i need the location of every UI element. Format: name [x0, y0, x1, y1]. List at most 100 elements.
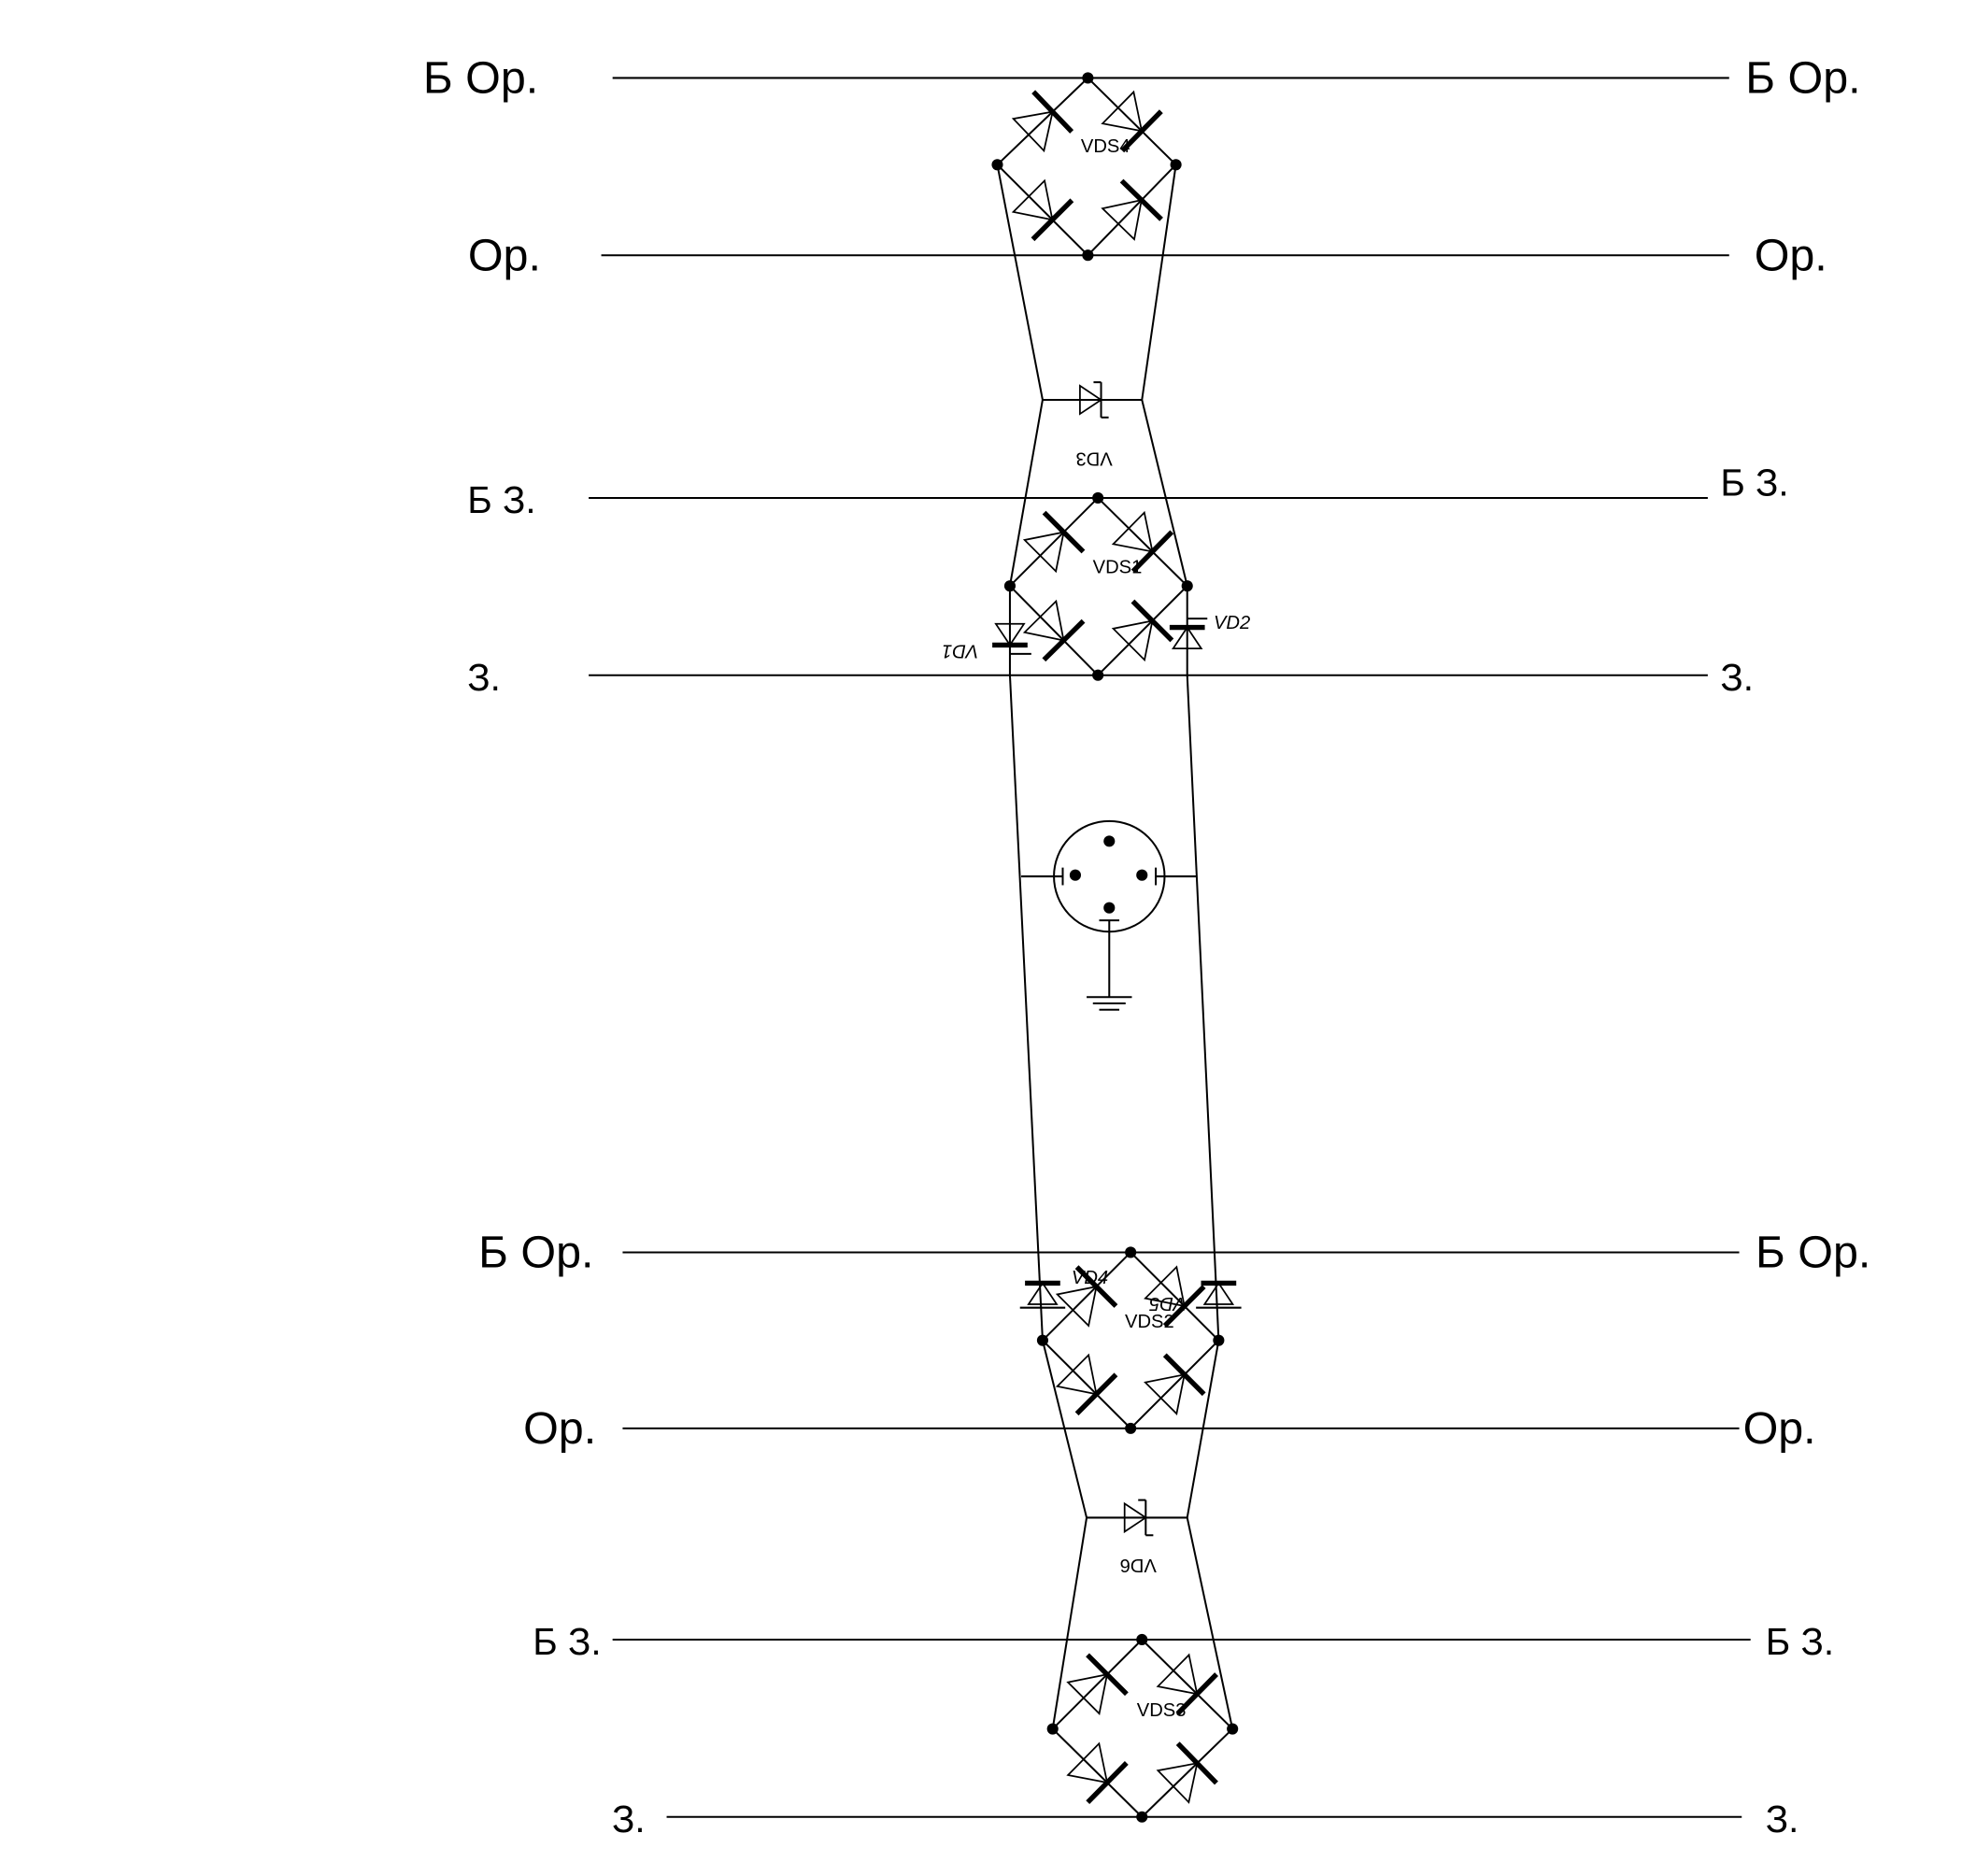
bridge-diode-bar	[1086, 1761, 1129, 1805]
bridge-diode-bar	[1119, 178, 1163, 221]
label-vd1: VD1	[942, 640, 978, 661]
bridge-label-vds4: VDS4	[1081, 136, 1130, 157]
label-vd4: VD4	[1072, 1268, 1108, 1288]
bridge-diode-triangle	[1055, 1353, 1098, 1396]
bridge-diode-triangle	[1022, 599, 1065, 642]
bridge-diode-triangle	[1101, 90, 1144, 133]
bridge-wire	[996, 163, 1089, 256]
junction-dot	[1125, 1422, 1137, 1434]
bus-label-right: Б Ор.	[1745, 53, 1860, 104]
bridge-diode-bar	[1031, 90, 1074, 134]
bridge-wire	[1087, 163, 1177, 256]
label-vd5: VD5	[1148, 1293, 1186, 1314]
wire	[1051, 1517, 1088, 1729]
bus-label-right: Б З.	[1720, 461, 1788, 504]
bus-label-left: З.	[612, 1798, 646, 1840]
junction-dot	[1125, 1246, 1137, 1258]
bus-label-left: З.	[467, 656, 501, 699]
bridge-diode-bar	[1042, 618, 1086, 662]
junction-dot	[1170, 159, 1182, 171]
connector-pin	[1103, 835, 1116, 847]
junction-dot	[1092, 669, 1104, 681]
junction-dot	[1082, 72, 1094, 84]
bridge-wire	[1097, 585, 1188, 676]
bridge-wire	[1051, 1639, 1143, 1730]
bridge-diode-triangle	[1156, 1653, 1199, 1696]
bridge-diode-triangle	[1066, 1673, 1109, 1715]
bridge-diode-triangle	[1156, 1762, 1199, 1804]
bridge-diode-bar	[1162, 1285, 1206, 1328]
bridge-diode-triangle	[1111, 510, 1154, 553]
bus-label-left: Б Ор.	[478, 1228, 593, 1278]
label-vd3: VD3	[1076, 448, 1113, 469]
bridge-diode-triangle	[1055, 1285, 1098, 1328]
bridge-diode-triangle	[1144, 1373, 1186, 1415]
bridge-diode-triangle	[1144, 1265, 1186, 1308]
bridge-diode-triangle	[1111, 619, 1154, 662]
bus-label-left: Б Ор.	[423, 53, 538, 104]
bus-label-left: Ор.	[468, 230, 541, 280]
junction-dot	[1227, 1723, 1239, 1735]
bus-label-left: Б З.	[533, 1620, 601, 1663]
bridge-label-vds2: VDS2	[1125, 1312, 1174, 1332]
diode-vd2-triangle	[1172, 625, 1203, 650]
bridge-diode-bar	[1130, 530, 1174, 574]
wire	[1008, 399, 1044, 587]
wire	[1141, 399, 1188, 587]
bridge-wire	[1042, 1339, 1131, 1429]
bus-label-right: Ор.	[1743, 1403, 1816, 1454]
bridge-wire	[1130, 1251, 1220, 1342]
wire	[1186, 1340, 1220, 1518]
wire	[1141, 164, 1177, 401]
connector-pin	[1069, 869, 1081, 881]
zener-vd3-triangle	[1079, 384, 1103, 416]
bridge-diode-triangle	[1022, 531, 1065, 574]
bridge-diode-triangle	[1011, 178, 1054, 221]
junction-dot	[1082, 249, 1094, 262]
bus-label-right: Б Ор.	[1756, 1228, 1870, 1278]
bridge-diode-bar	[1031, 198, 1074, 242]
bridge-wire	[996, 77, 1089, 166]
diode-vd5-triangle	[1202, 1281, 1235, 1305]
bridge-diode-bar	[1086, 1653, 1129, 1697]
bridge-diode-bar	[1074, 1265, 1118, 1308]
bridge-wire	[1141, 1727, 1233, 1818]
diode-vd1-triangle	[994, 622, 1026, 647]
bridge-diode-bar	[1074, 1372, 1118, 1416]
bridge-diode-bar	[1042, 510, 1086, 554]
wire	[1186, 675, 1220, 1341]
bus-label-right: З.	[1720, 656, 1754, 699]
bus-label-left: Ор.	[523, 1403, 596, 1454]
bridge-wire	[1087, 77, 1177, 166]
zener-vd6-triangle	[1123, 1501, 1147, 1534]
junction-dot	[1092, 491, 1104, 505]
bridge-diode-triangle	[1066, 1741, 1109, 1784]
label-vd6: VD6	[1120, 1555, 1157, 1575]
wire	[1041, 1340, 1088, 1518]
bridge-label-vds3: VDS3	[1137, 1700, 1187, 1721]
bridge-wire	[1097, 497, 1188, 587]
wire	[996, 164, 1044, 401]
bridge-diode-triangle	[1101, 199, 1143, 241]
bridge-wire	[1009, 497, 1099, 587]
bridge-wire	[1130, 1339, 1220, 1429]
bridge-diode-bar	[1175, 1741, 1218, 1785]
diode-vd4-triangle	[1027, 1281, 1059, 1305]
bridge-diode-bar	[1120, 109, 1163, 153]
bridge-diode-bar	[1175, 1672, 1218, 1716]
bridge-wire	[1009, 585, 1099, 676]
connector-pin	[1103, 902, 1116, 914]
bus-label-right: З.	[1766, 1798, 1799, 1840]
wire	[1186, 1517, 1234, 1729]
bridge-label-vds1: VDS1	[1093, 558, 1143, 578]
bridge-wire	[1042, 1251, 1131, 1342]
bridge-diode-triangle	[1011, 110, 1054, 153]
bridge-wire	[1052, 1727, 1143, 1818]
bridge-wire	[1141, 1639, 1233, 1730]
connector-pin	[1136, 869, 1148, 881]
bus-label-left: Б З.	[467, 478, 535, 521]
bridge-diode-bar	[1162, 1353, 1206, 1397]
bus-label-right: Б З.	[1766, 1620, 1834, 1663]
